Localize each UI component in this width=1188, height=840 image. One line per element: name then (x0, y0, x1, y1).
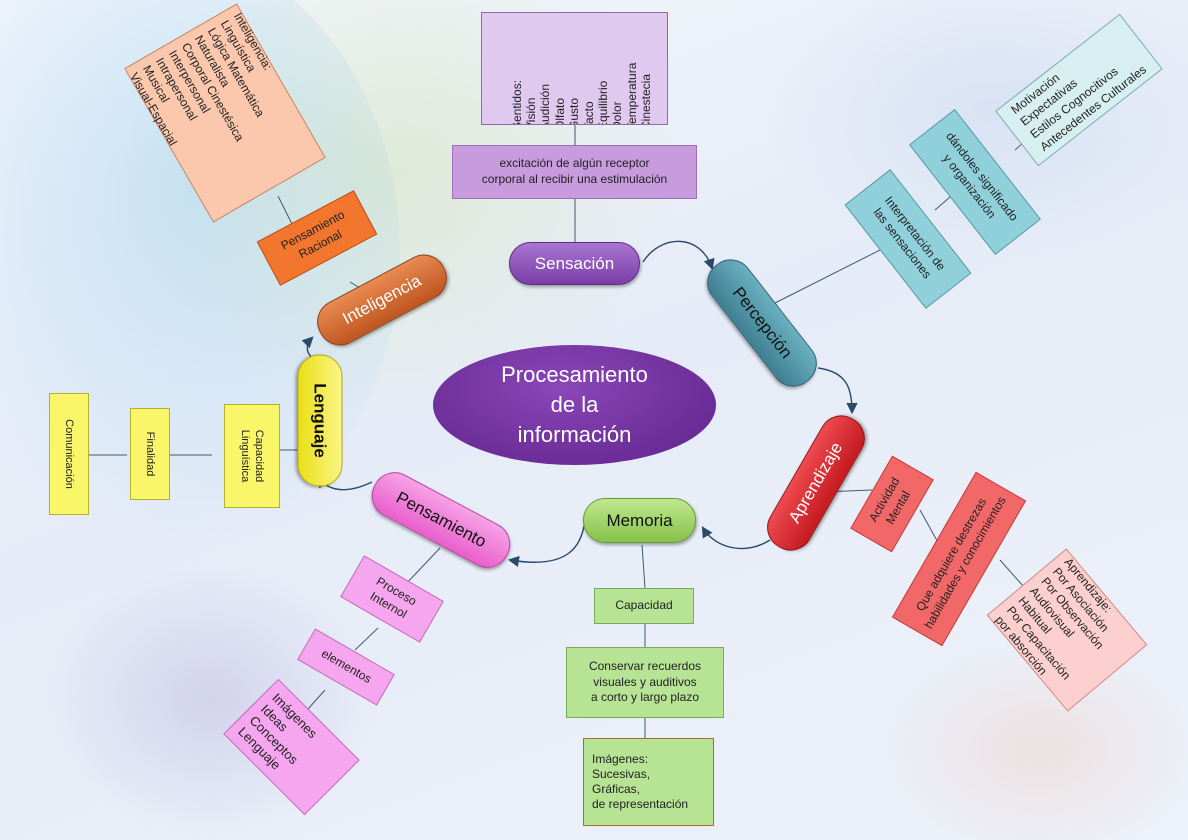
box-memoria-capacidad[interactable]: Capacidad (594, 588, 694, 624)
box-sensacion-sentidos[interactable]: Sentidos: Visión Audición Olfato Gusto T… (481, 12, 668, 125)
box-lenguaje-capacidad[interactable]: Capacidad Linguística (224, 404, 280, 508)
node-sensacion[interactable]: Sensación (509, 242, 640, 285)
box-lenguaje-comunicacion[interactable]: Comunicación (49, 393, 89, 515)
cycle-arrow (701, 526, 771, 550)
cycle-arrow (642, 240, 715, 271)
connector-line (354, 627, 379, 651)
box-lenguaje-finalidad[interactable]: Finalidad (130, 408, 170, 500)
connector-line (641, 544, 646, 589)
central-topic[interactable]: Procesamiento de la información (433, 345, 716, 465)
cycle-arrow (507, 519, 586, 567)
connector-line (774, 244, 891, 304)
cycle-arrow (817, 367, 858, 415)
box-memoria-imagenes[interactable]: Imágenes: Sucesivas, Gráficas, de repres… (583, 738, 714, 826)
node-memoria[interactable]: Memoria (583, 498, 696, 543)
node-lenguaje[interactable]: Lenguaje (297, 354, 343, 487)
box-sensacion-definicion[interactable]: excitación de algún receptor corporal al… (452, 145, 697, 199)
box-memoria-conservar[interactable]: Conservar recuerdos visuales y auditivos… (566, 647, 724, 718)
sentidos-list: Sentidos: Visión Audición Olfato Gusto T… (509, 62, 654, 125)
connector-line (404, 547, 441, 586)
